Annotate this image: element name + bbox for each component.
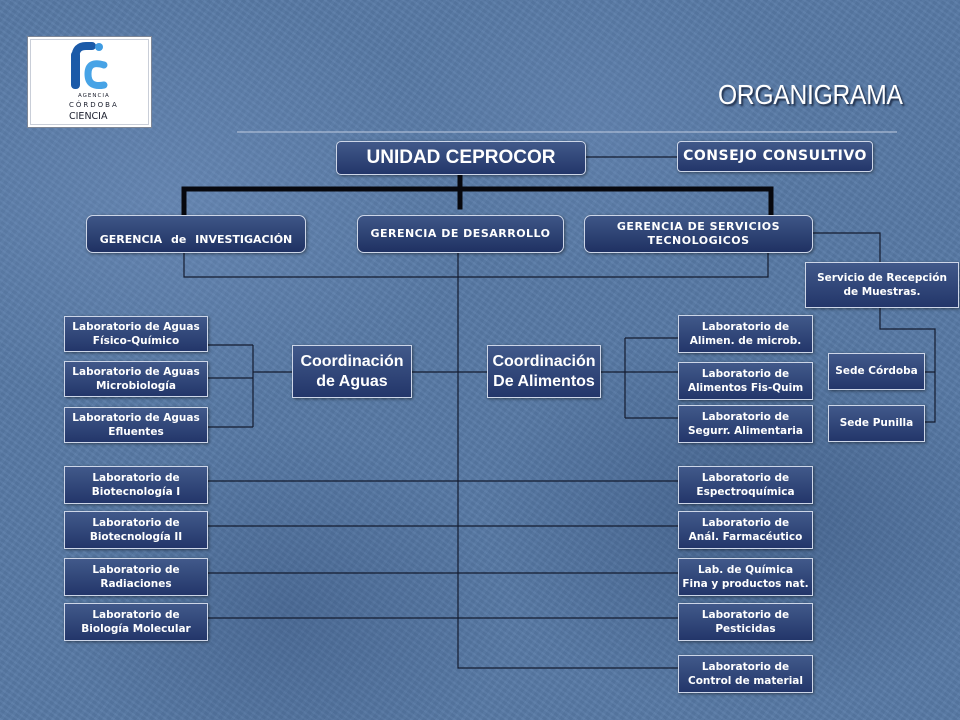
sample-reception-box: Servicio de Recepción de Muestras.: [805, 262, 959, 308]
site-cordoba-label: Sede Córdoba: [835, 365, 918, 378]
advisory-council-box: CONSEJO CONSULTIVO: [677, 141, 873, 172]
water-labs-bracket: [208, 344, 292, 428]
food-coordination-box: Coordinación De Alimentos: [487, 345, 601, 398]
lab-label-line1: Laboratorio de Aguas: [72, 365, 200, 378]
lab-label-line2: Radiaciones: [100, 578, 172, 590]
service-lab-box: Laboratorio de Espectroquímica: [678, 466, 813, 504]
lab-label-line1: Laboratorio de: [92, 471, 180, 484]
research-lab-box: Laboratorio de Radiaciones: [64, 558, 208, 596]
management-bracket: [183, 253, 769, 278]
lab-label-line1: Laboratorio de: [701, 320, 790, 333]
reception-connector: [813, 232, 881, 262]
sites-connector: [879, 308, 936, 423]
lab-label-line2: Biotecnología I: [91, 486, 181, 498]
logo-agency-text: AGENCIA: [78, 93, 110, 99]
lab-label-line2: Anál. Farmacéutico: [688, 531, 803, 543]
lab-label-line1: Laboratorio de Aguas: [72, 320, 200, 333]
service-lab-box: Laboratorio de Anál. Farmacéutico: [678, 511, 813, 549]
food-coordination-label-line1: Coordinación: [492, 353, 596, 371]
water-coordination-label-line2: de Aguas: [316, 372, 388, 390]
service-lab-box: Laboratorio de Control de material: [678, 655, 813, 693]
water-lab-box: Laboratorio de Aguas Microbiología: [64, 361, 208, 397]
lab-label-line1: Laboratorio de: [701, 367, 790, 380]
site-cordoba-box: Sede Córdoba: [828, 353, 925, 390]
water-coordination-box: Coordinación de Aguas: [292, 345, 412, 398]
lab-label-line2: Biotecnología II: [89, 531, 183, 543]
lab-label-line1: Laboratorio de: [92, 608, 180, 621]
site-punilla-label: Sede Punilla: [839, 417, 914, 430]
lab-label-line2: Biología Molecular: [81, 623, 191, 635]
logo-city-text: CÓRDOBA: [69, 101, 119, 109]
water-lab-box: Laboratorio de Aguas Físico-Químico: [64, 316, 208, 352]
lab-label-line2: Pesticidas: [715, 623, 776, 635]
research-management-label: GERENCIA de INVESTIGACIÓN: [99, 233, 293, 247]
agency-logo: AGENCIA CÓRDOBA CIENCIA: [27, 36, 152, 128]
services-management-label-line2: TECNOLOGICOS: [647, 234, 750, 247]
lab-label-line1: Laboratorio de: [92, 516, 180, 529]
services-management-label-line1: GERENCIA DE SERVICIOS: [616, 219, 781, 233]
unit-label: UNIDAD CEPROCOR: [366, 146, 556, 168]
lab-label-line2: Efluentes: [108, 426, 164, 438]
site-punilla-box: Sede Punilla: [828, 405, 925, 442]
development-management-box: GERENCIA DE DESARROLLO: [357, 215, 564, 253]
development-spine: [457, 253, 678, 669]
lab-label-line1: Laboratorio de: [701, 608, 790, 621]
development-management-label: GERENCIA DE DESARROLLO: [370, 227, 551, 241]
food-lab-box: Laboratorio de Alimentos Fis-Quim: [678, 362, 813, 400]
management-branch-line: [181, 186, 774, 216]
lab-label-line2: Microbiología: [95, 380, 176, 392]
council-label: CONSEJO CONSULTIVO: [683, 147, 867, 164]
water-coordination-label-line1: Coordinación: [300, 353, 404, 371]
lab-label-line2: Espectroquímica: [696, 486, 795, 498]
services-management-box: GERENCIA DE SERVICIOS TECNOLOGICOS: [584, 215, 813, 253]
lab-label-line1: Lab. de Química: [697, 563, 794, 576]
water-lab-box: Laboratorio de Aguas Efluentes: [64, 407, 208, 443]
lab-label-line1: Laboratorio de Aguas: [72, 411, 200, 424]
food-lab-box: Laboratorio de Segurr. Alimentaria: [678, 405, 813, 443]
reception-label-line1: Servicio de Recepción: [817, 271, 947, 284]
service-lab-box: Lab. de Química Fina y productos nat.: [678, 558, 813, 596]
lab-label-line2: Físico-Químico: [92, 335, 180, 347]
logo-name-text: CIENCIA: [69, 111, 108, 122]
research-lab-box: Laboratorio de Biología Molecular: [64, 603, 208, 641]
lab-label-line1: Laboratorio de: [701, 410, 790, 423]
food-lab-box: Laboratorio de Alimen. de microb.: [678, 315, 813, 353]
page-title: ORGANIGRAMA: [718, 79, 903, 110]
research-management-box: GERENCIA de INVESTIGACIÓN: [86, 215, 306, 253]
lab-label-line2: Segurr. Alimentaria: [687, 425, 803, 437]
food-labs-bracket: [601, 337, 678, 419]
agency-logo-mark: [71, 42, 108, 89]
lab-label-line2: Alimentos Fis-Quim: [687, 382, 804, 394]
reception-label-line2: de Muestras.: [843, 286, 921, 298]
food-coordination-label-line2: De Alimentos: [493, 372, 595, 390]
lab-label-line1: Laboratorio de: [701, 471, 790, 484]
service-lab-box: Laboratorio de Pesticidas: [678, 603, 813, 641]
lab-label-line1: Laboratorio de: [92, 563, 180, 576]
research-lab-box: Laboratorio de Biotecnología I: [64, 466, 208, 504]
lab-label-line1: Laboratorio de: [701, 660, 790, 673]
lab-label-line1: Laboratorio de: [701, 516, 790, 529]
unit-ceprocor-box: UNIDAD CEPROCOR: [336, 141, 586, 175]
lab-label-line2: Fina y productos nat.: [682, 578, 809, 590]
lab-label-line2: Alimen. de microb.: [689, 335, 802, 347]
research-lab-box: Laboratorio de Biotecnología II: [64, 511, 208, 549]
lab-label-line2: Control de material: [688, 675, 803, 687]
